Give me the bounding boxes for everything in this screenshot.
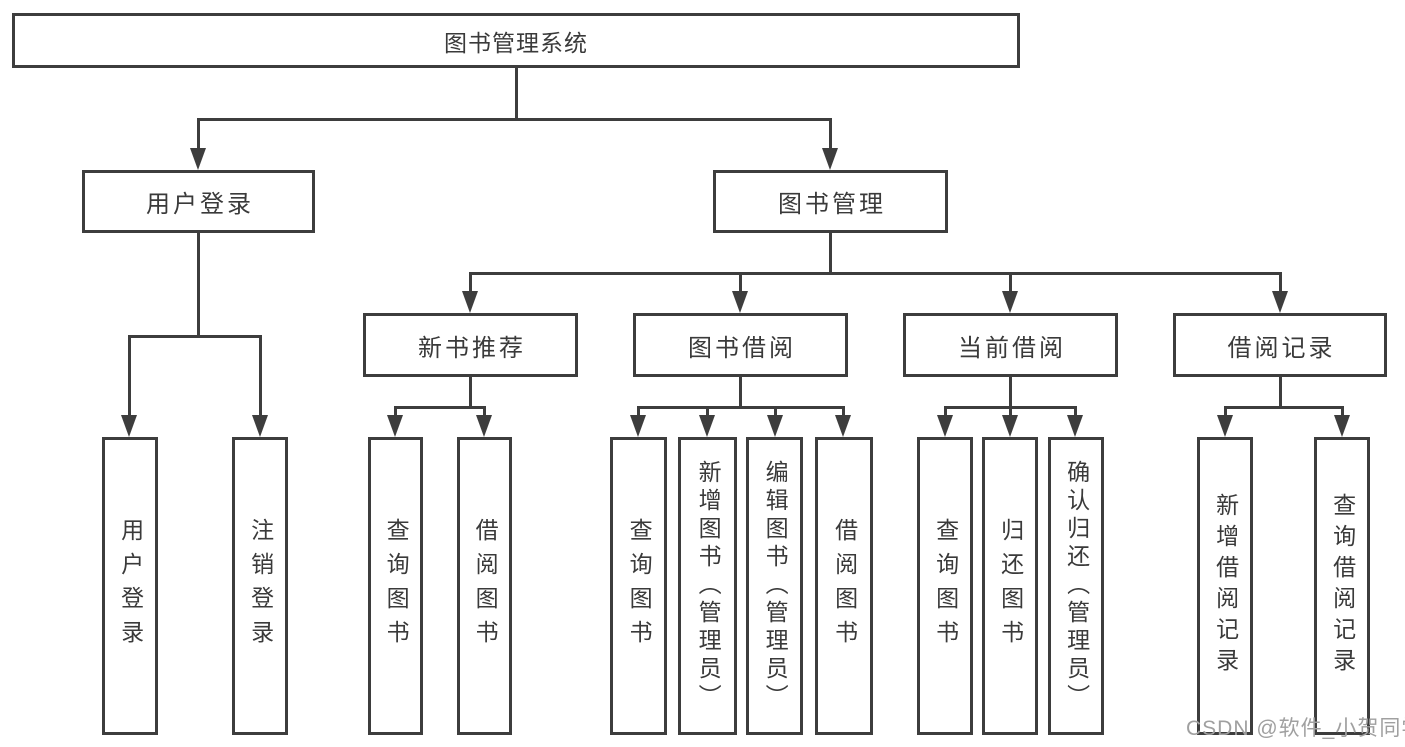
arrow-leaf-login: [121, 415, 137, 437]
connector-drop-new-book: [469, 272, 472, 293]
connector-book-mgmt-stem: [829, 233, 832, 274]
arrow-borrow-records: [1272, 291, 1288, 313]
leaf-records-query: 查询借阅记录: [1314, 437, 1370, 735]
arrow-nb-query: [387, 415, 403, 437]
connector-drop-nb-borrow: [483, 406, 486, 417]
arrow-new-book: [462, 291, 478, 313]
connector-new-book-stem: [469, 377, 472, 408]
connector-drop-leaf-login: [128, 335, 131, 417]
connector-drop-borrow-records: [1279, 272, 1282, 293]
arrow-bb-borrow: [835, 415, 851, 437]
connector-new-book-branch: [394, 406, 486, 409]
node-book-borrow: 图书借阅: [633, 313, 848, 377]
leaf-borrow-query: 查询图书: [610, 437, 667, 735]
connector-root-stem: [515, 68, 518, 121]
leaf-borrow-edit-admin-label: 编辑图书（管理员）: [762, 460, 789, 712]
connector-drop-bb-borrow: [842, 406, 845, 417]
node-new-book: 新书推荐: [363, 313, 578, 377]
leaf-borrow-query-label: 查询图书: [626, 518, 653, 654]
csdn-watermark: CSDN @软件_小贺同学: [1186, 717, 1405, 740]
arrow-cb-return: [1002, 415, 1018, 437]
leaf-user-login-label: 用户登录: [117, 518, 144, 654]
connector-user-login-stem: [197, 233, 200, 337]
node-new-book-label: 新书推荐: [418, 334, 526, 362]
leaf-records-add: 新增借阅记录: [1197, 437, 1253, 735]
connector-drop-book-mgmt: [829, 118, 832, 150]
arrow-book-mgmt: [822, 148, 838, 170]
connector-book-mgmt-branch: [469, 272, 1282, 275]
leaf-current-return: 归还图书: [982, 437, 1038, 735]
connector-drop-book-borrow: [739, 272, 742, 293]
arrow-book-borrow: [732, 291, 748, 313]
node-book-mgmt-label: 图书管理: [778, 191, 886, 218]
connector-drop-br-query: [1341, 406, 1344, 417]
leaf-current-query-label: 查询图书: [932, 518, 959, 654]
connector-drop-cb-return: [1009, 406, 1012, 417]
connector-drop-leaf-logout: [259, 335, 262, 417]
node-user-login-label: 用户登录: [146, 191, 254, 218]
leaf-newbook-borrow: 借阅图书: [457, 437, 512, 735]
connector-drop-current-borrow: [1009, 272, 1012, 293]
connector-drop-bb-edit: [774, 406, 777, 417]
node-current-borrow: 当前借阅: [903, 313, 1118, 377]
arrow-br-add: [1217, 415, 1233, 437]
leaf-current-query: 查询图书: [917, 437, 973, 735]
connector-borrow-records-stem: [1279, 377, 1282, 408]
arrow-bb-edit: [767, 415, 783, 437]
arrow-current-borrow: [1002, 291, 1018, 313]
node-borrow-records: 借阅记录: [1173, 313, 1387, 377]
leaf-newbook-query: 查询图书: [368, 437, 423, 735]
arrow-bb-query: [630, 415, 646, 437]
connector-drop-br-add: [1224, 406, 1227, 417]
leaf-newbook-borrow-label: 借阅图书: [472, 518, 499, 654]
connector-current-borrow-stem: [1009, 377, 1012, 408]
arrow-leaf-logout: [252, 415, 268, 437]
leaf-current-confirm-admin-label: 确认归还（管理员）: [1063, 460, 1090, 712]
node-root: 图书管理系统: [12, 13, 1020, 68]
arrow-br-query: [1334, 415, 1350, 437]
leaf-borrow-book: 借阅图书: [815, 437, 873, 735]
connector-drop-bb-query: [637, 406, 640, 417]
connector-drop-bb-add: [706, 406, 709, 417]
leaf-borrow-add-admin-label: 新增图书（管理员）: [695, 460, 722, 712]
leaf-newbook-query-label: 查询图书: [383, 518, 410, 654]
connector-root-branch: [197, 118, 832, 121]
connector-borrow-records-branch: [1224, 406, 1343, 409]
connector-drop-user-login: [197, 118, 200, 150]
connector-drop-cb-confirm: [1074, 406, 1077, 417]
node-root-label: 图书管理系统: [444, 29, 588, 56]
connector-book-borrow-branch: [637, 406, 845, 409]
node-borrow-records-label: 借阅记录: [1227, 334, 1336, 362]
arrow-cb-query: [937, 415, 953, 437]
leaf-borrow-add-admin: 新增图书（管理员）: [678, 437, 737, 735]
leaf-borrow-edit-admin: 编辑图书（管理员）: [746, 437, 803, 735]
leaf-current-return-label: 归还图书: [997, 518, 1024, 654]
leaf-records-query-label: 查询借阅记录: [1329, 493, 1356, 679]
leaf-records-add-label: 新增借阅记录: [1212, 493, 1239, 679]
leaf-current-confirm-admin: 确认归还（管理员）: [1048, 437, 1104, 735]
node-user-login: 用户登录: [82, 170, 315, 233]
connector-drop-cb-query: [944, 406, 947, 417]
node-book-borrow-label: 图书借阅: [688, 334, 796, 362]
node-book-mgmt: 图书管理: [713, 170, 948, 233]
node-current-borrow-label: 当前借阅: [958, 334, 1066, 362]
arrow-nb-borrow: [476, 415, 492, 437]
leaf-borrow-book-label: 借阅图书: [831, 518, 858, 654]
arrow-user-login: [190, 148, 206, 170]
arrow-cb-confirm: [1067, 415, 1083, 437]
leaf-logout-label: 注销登录: [247, 518, 274, 654]
leaf-user-login: 用户登录: [102, 437, 158, 735]
arrow-bb-add: [699, 415, 715, 437]
connector-drop-nb-query: [394, 406, 397, 417]
connector-user-login-branch: [128, 335, 262, 338]
connector-book-borrow-stem: [739, 377, 742, 408]
leaf-logout: 注销登录: [232, 437, 288, 735]
